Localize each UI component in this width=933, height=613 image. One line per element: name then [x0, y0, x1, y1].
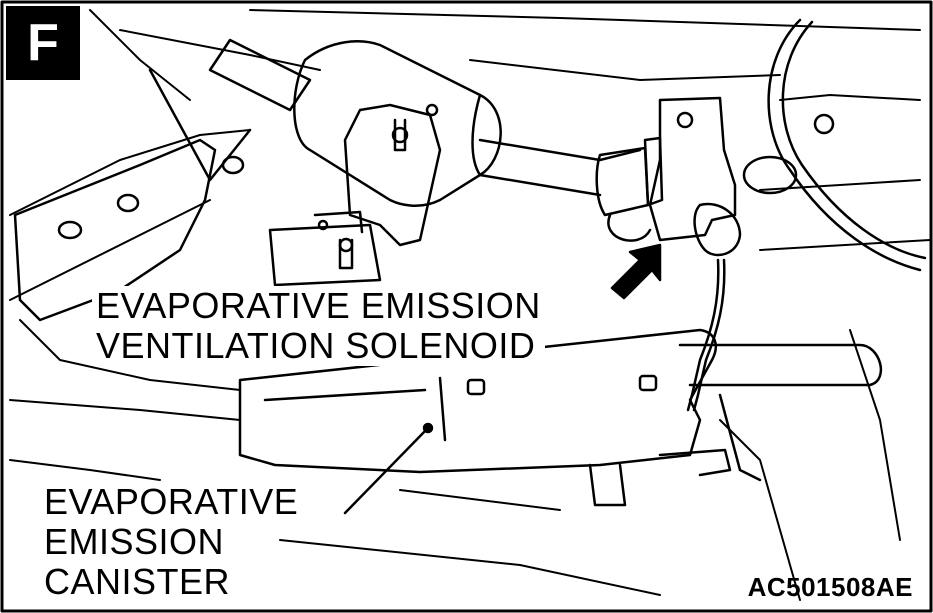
- canister-body: [238, 328, 732, 507]
- canister-callout-line-3: CANISTER: [44, 561, 231, 602]
- solenoid-callout-line-1: EVAPORATIVE EMISSION: [96, 285, 541, 326]
- figure-code: AC501508AE: [747, 572, 913, 602]
- solenoid-callout: EVAPORATIVE EMISSION VENTILATION SOLENOI…: [92, 286, 545, 366]
- filter-bracket: [343, 103, 442, 247]
- canister-callout-line-2: EMISSION: [44, 521, 225, 562]
- solenoid-body: [595, 96, 742, 412]
- figure-letter-badge: F: [6, 6, 80, 80]
- canister-callout: EVAPORATIVE EMISSION CANISTER: [44, 482, 298, 602]
- solenoid-callout-line-2: VENTILATION SOLENOID: [96, 325, 536, 366]
- background-structure: [9, 9, 931, 601]
- canister-callout-line-1: EVAPORATIVE: [44, 481, 299, 522]
- left-bracket: [13, 68, 252, 322]
- canister-leader-line: [343, 422, 434, 515]
- upper-filter: [208, 38, 642, 207]
- solenoid-arrow: [610, 243, 662, 300]
- lower-bolt-bracket: [268, 210, 382, 287]
- right-pipes: [678, 18, 927, 482]
